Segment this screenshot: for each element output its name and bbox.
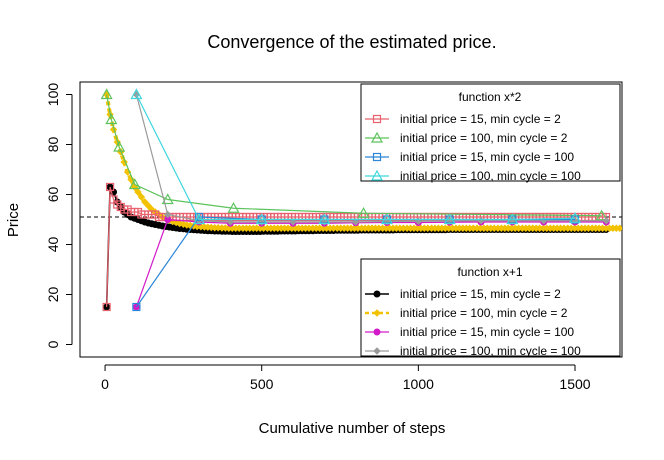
legend-label: initial price = 15, min cycle = 2 bbox=[400, 287, 561, 301]
legend-label: initial price = 15, min cycle = 2 bbox=[400, 112, 561, 126]
series-line bbox=[135, 94, 607, 223]
series-group-1-1 bbox=[102, 90, 622, 232]
x-tick-label: 1500 bbox=[559, 376, 590, 392]
legend-entry: initial price = 100, min cycle = 100 bbox=[365, 169, 581, 183]
data-point bbox=[381, 213, 394, 225]
data-point bbox=[193, 213, 206, 225]
legend-box bbox=[360, 258, 621, 357]
data-point bbox=[130, 88, 143, 100]
legend-function-x1: function x+1 initial price = 15, min cyc… bbox=[360, 258, 621, 358]
y-tick-label: 60 bbox=[45, 187, 61, 203]
data-point bbox=[506, 213, 519, 225]
y-tick-label: 0 bbox=[45, 340, 61, 348]
data-point bbox=[161, 193, 174, 205]
x-axis: 0 500 1000 1500 bbox=[101, 364, 591, 392]
data-point bbox=[595, 209, 608, 221]
legend-swatch-marker bbox=[373, 328, 381, 336]
data-point bbox=[226, 218, 235, 226]
legend-label: initial price = 100, min cycle = 100 bbox=[400, 344, 581, 358]
legend-label: initial price = 15, min cycle = 100 bbox=[400, 150, 574, 164]
data-point bbox=[100, 88, 113, 100]
legend-entry: initial price = 15, min cycle = 2 bbox=[365, 287, 561, 301]
legend-label: initial price = 100, min cycle = 2 bbox=[400, 306, 568, 320]
y-tick-label: 80 bbox=[45, 137, 61, 153]
data-point bbox=[616, 224, 622, 232]
data-point bbox=[443, 213, 456, 225]
x-tick-label: 1000 bbox=[403, 376, 434, 392]
data-point bbox=[141, 198, 149, 206]
x-tick-label: 500 bbox=[250, 376, 274, 392]
legend-label: initial price = 15, min cycle = 100 bbox=[400, 325, 574, 339]
series-line bbox=[135, 94, 576, 221]
y-tick-label: 100 bbox=[45, 83, 61, 107]
series-layer bbox=[100, 88, 622, 312]
data-point bbox=[255, 213, 268, 225]
data-point bbox=[102, 302, 111, 312]
chart-title: Convergence of the estimated price. bbox=[207, 32, 496, 52]
y-axis: 0 20 40 60 80 100 bbox=[45, 83, 73, 348]
legend-swatch-marker bbox=[373, 290, 381, 298]
legend-swatch-marker bbox=[370, 131, 384, 143]
y-axis-label: Price bbox=[5, 203, 22, 237]
legend-swatch-marker bbox=[373, 309, 381, 317]
legend-box bbox=[360, 83, 621, 182]
legend-entry: initial price = 100, min cycle = 100 bbox=[365, 344, 581, 358]
x-axis-label: Cumulative number of steps bbox=[259, 420, 446, 437]
data-point bbox=[289, 218, 297, 226]
legend-entry: initial price = 100, min cycle = 2 bbox=[365, 131, 568, 145]
data-point bbox=[602, 217, 611, 225]
legend-label: initial price = 100, min cycle = 100 bbox=[400, 169, 581, 183]
data-point bbox=[164, 210, 172, 219]
legend-title: function x+1 bbox=[457, 265, 522, 279]
data-point bbox=[144, 202, 153, 210]
legend-function-x2: function x*2 initial price = 15, min cyc… bbox=[360, 83, 621, 183]
data-point bbox=[105, 182, 115, 192]
data-point bbox=[128, 178, 141, 190]
legend-swatch-marker bbox=[370, 169, 384, 181]
legend-swatch-marker bbox=[372, 114, 382, 124]
y-tick-label: 20 bbox=[45, 287, 61, 303]
legend-entry: initial price = 15, min cycle = 100 bbox=[365, 325, 574, 339]
series-line bbox=[135, 218, 607, 308]
data-point bbox=[357, 207, 370, 218]
data-point bbox=[132, 302, 141, 312]
plot-frame bbox=[79, 81, 623, 358]
legend-title: function x*2 bbox=[459, 90, 522, 104]
y-tick-label: 40 bbox=[45, 237, 61, 253]
series-group-0-1 bbox=[100, 88, 608, 221]
legend-entry: initial price = 15, min cycle = 100 bbox=[365, 150, 574, 164]
legend-swatch-marker bbox=[373, 347, 381, 355]
data-point bbox=[318, 213, 331, 225]
legend-entry: initial price = 15, min cycle = 2 bbox=[365, 112, 561, 126]
data-point bbox=[113, 140, 126, 152]
data-point bbox=[137, 193, 146, 201]
series-group-0-3 bbox=[130, 88, 582, 225]
legend-entry: initial price = 100, min cycle = 2 bbox=[365, 306, 568, 320]
data-point bbox=[134, 188, 142, 196]
data-point bbox=[227, 202, 240, 213]
legend-label: initial price = 100, min cycle = 2 bbox=[400, 131, 568, 145]
data-point bbox=[351, 218, 360, 226]
legend-swatch-marker bbox=[372, 152, 382, 162]
x-tick-label: 0 bbox=[101, 376, 109, 392]
data-point bbox=[568, 212, 582, 223]
data-point bbox=[105, 113, 118, 125]
